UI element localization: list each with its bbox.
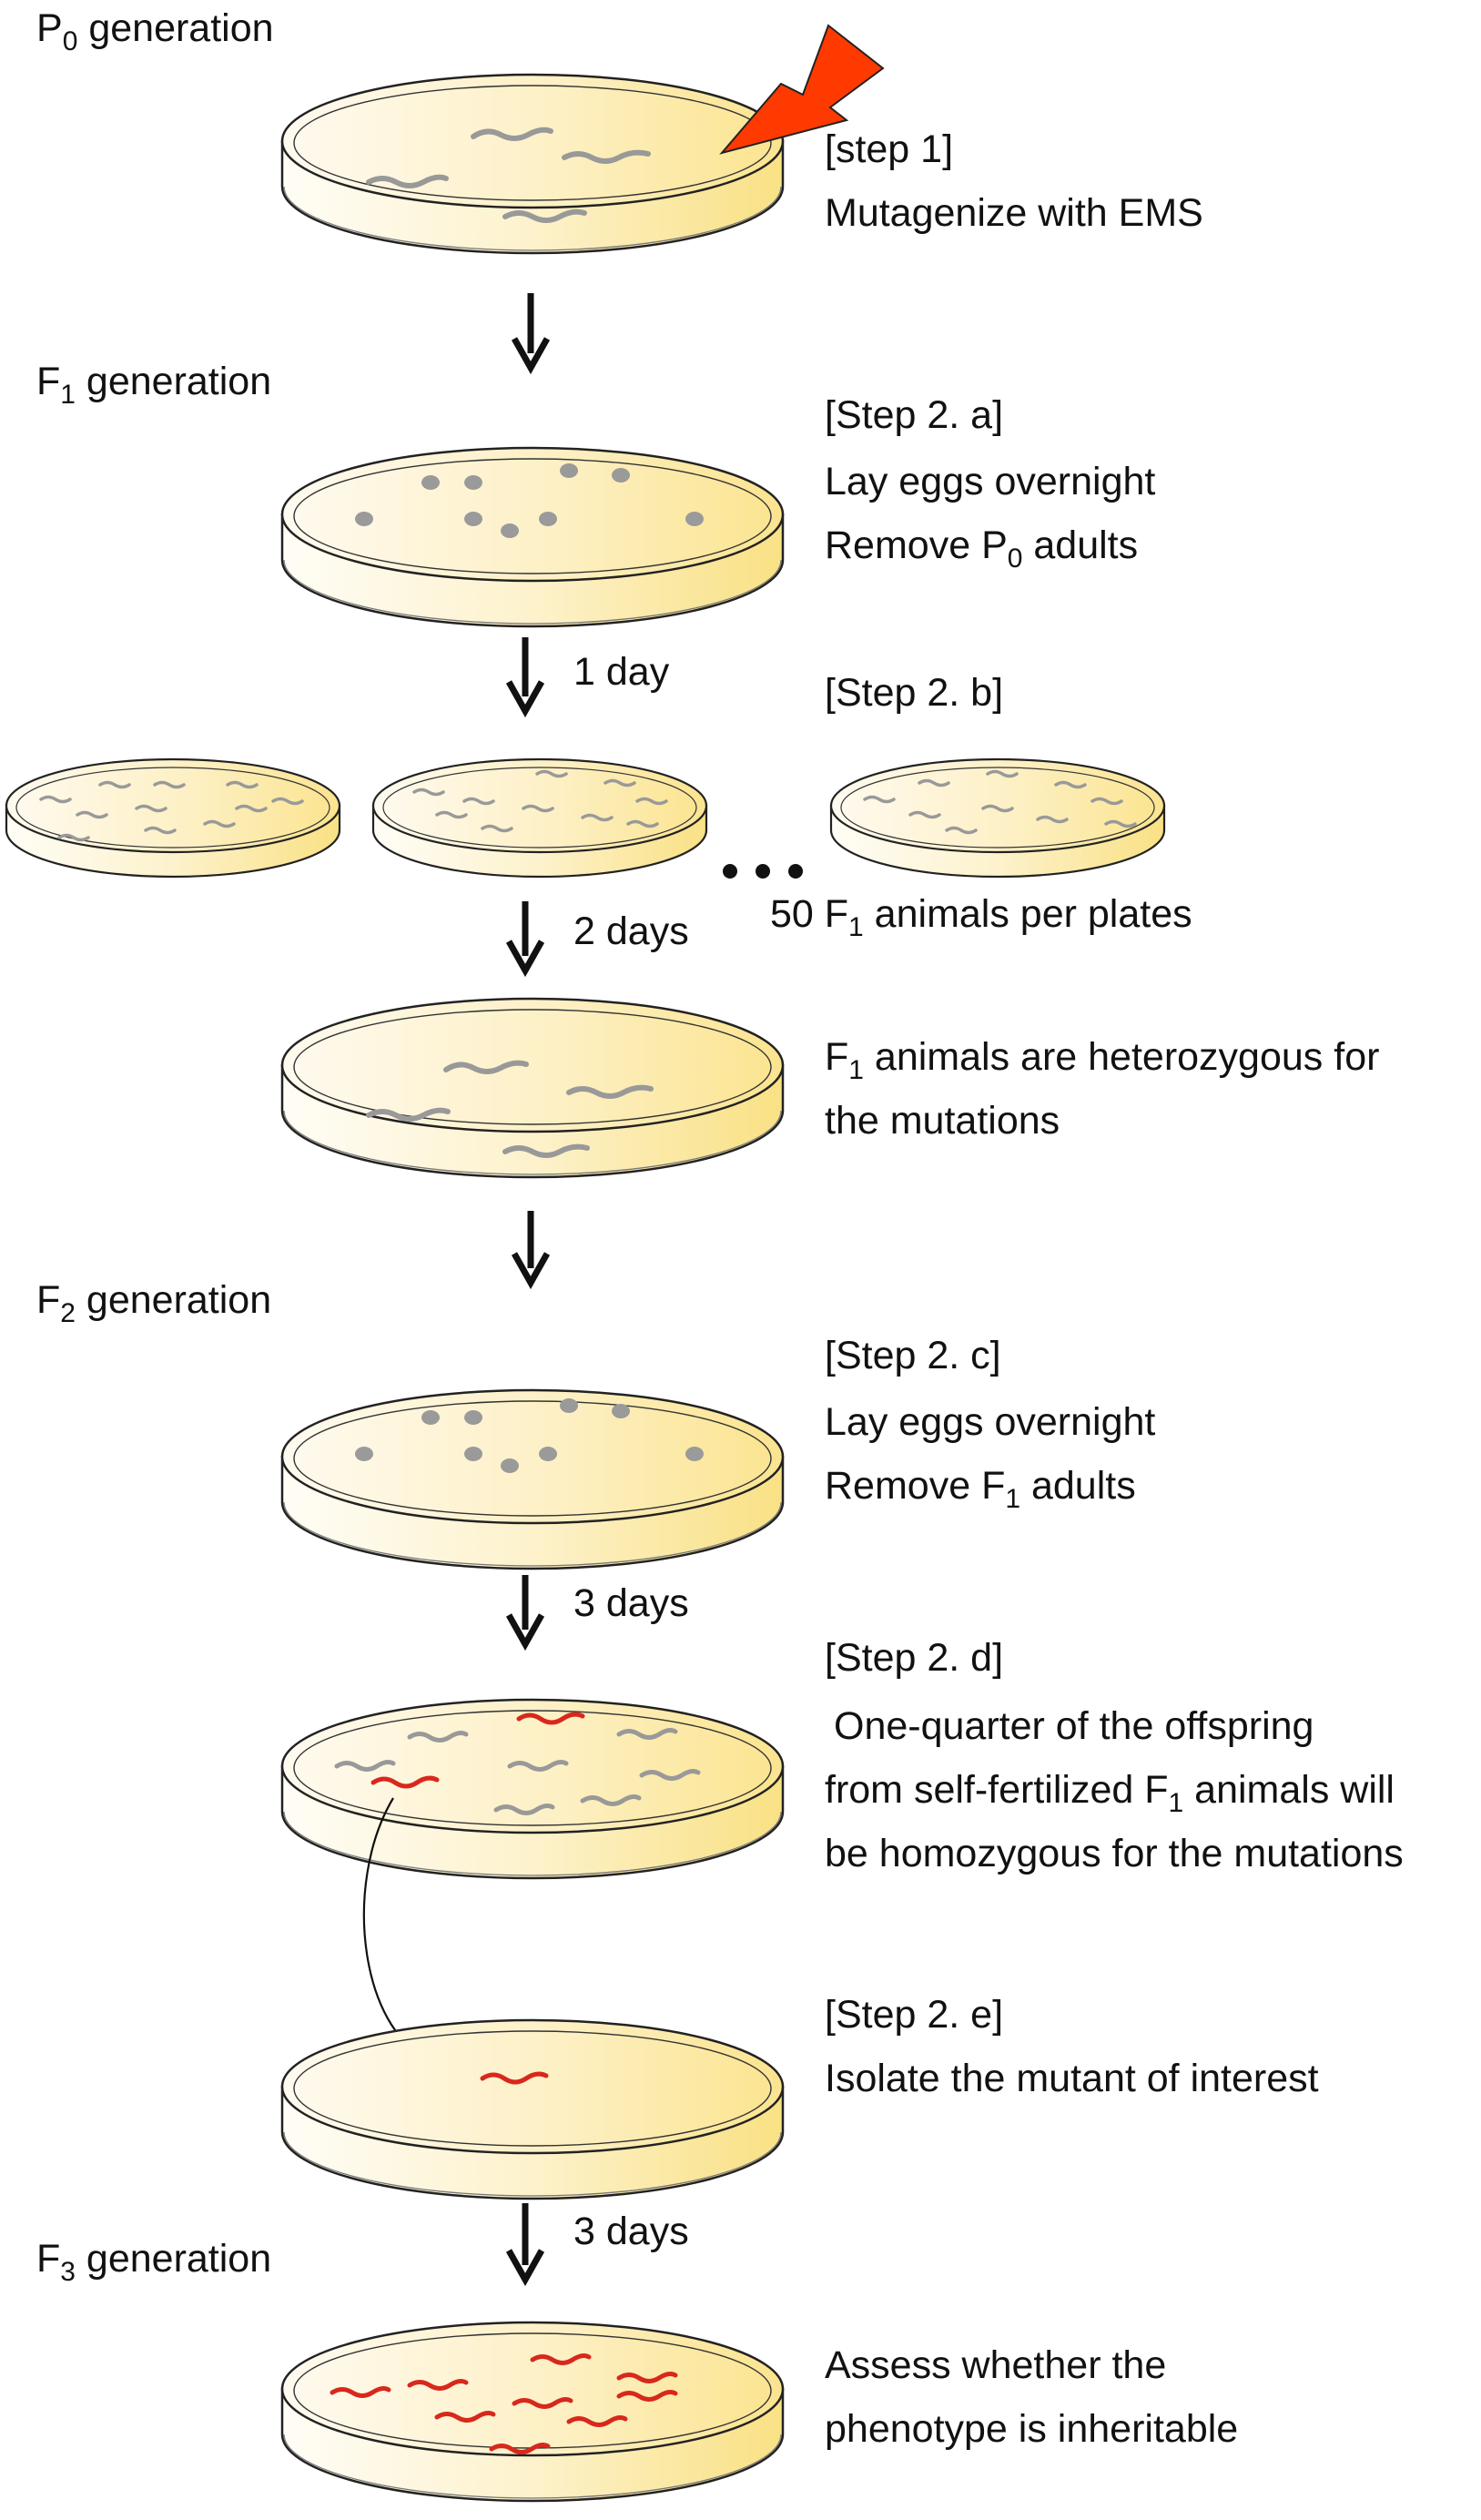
plate-isolated-mutant [280,2018,785,2200]
down-arrow-3 [505,901,545,978]
plate-f1-eggs [280,446,785,628]
generation-label-f3: F3 generation [36,2237,271,2287]
step-2e-description: Isolate the mutant of interest [825,2057,1319,2100]
down-arrow-2 [505,637,545,718]
plate-p0 [280,73,785,255]
arrow-label-1-day: 1 day [573,650,670,694]
step-2a-title: [Step 2. a] [825,393,1003,437]
step-1-description: Mutagenize with EMS [825,191,1203,235]
generation-label-f1: F1 generation [36,360,271,410]
step-2a-line2: Remove P0 adults [825,523,1138,574]
down-arrow-5 [505,1575,545,1651]
f3-line1: Assess whether the [825,2343,1166,2387]
eggs [355,1398,704,1473]
step-2b-count: 50 F1 animals per plates [770,892,1192,942]
f3-line2: phenotype is inheritable [825,2407,1238,2451]
step-2d-line3: be homozygous for the mutations [825,1832,1404,1875]
step-1-title: [step 1] [825,127,953,171]
generation-label-p0: P0 generation [36,6,274,56]
down-arrow-4 [511,1211,551,1290]
step-2c-title: [Step 2. c] [825,1334,1001,1377]
step-2c-line2: Remove F1 adults [825,1464,1136,1514]
step-2d-line1: One-quarter of the offspring [834,1704,1314,1748]
down-arrow-6 [505,2203,545,2287]
down-arrow-1 [511,293,551,375]
heterozygous-line1: F1 animals are heterozygous for [825,1035,1379,1085]
step-2d-line2: from self-fertilized F1 animals will [825,1768,1395,1818]
step-2d-title: [Step 2. d] [825,1636,1003,1680]
plate-f2-mixed [280,1698,785,1880]
eggs [355,463,704,538]
plate-f1-adults [280,997,785,1179]
heterozygous-line2: the mutations [825,1099,1060,1143]
wild-type-worms [366,127,651,223]
step-2b-title: [Step 2. b] [825,671,1003,715]
step-2a-line1: Lay eggs overnight [825,460,1155,503]
small-plate-3 [829,757,1166,879]
lightning-icon [719,24,885,155]
small-plate-1 [5,757,341,879]
ellipsis-dots [723,864,803,879]
mutant-worm [480,2071,549,2085]
arrow-label-3-days-b: 3 days [573,2210,689,2253]
arrow-label-2-days: 2 days [573,909,689,953]
plate-f2-eggs [280,1388,785,1570]
plate-f3 [280,2321,785,2503]
generation-label-f2: F2 generation [36,1278,271,1328]
mutant-worms [370,1712,585,1789]
arrow-label-3-days-a: 3 days [573,1581,689,1625]
step-2c-line1: Lay eggs overnight [825,1400,1155,1444]
small-plate-2 [371,757,708,879]
step-2e-title: [Step 2. e] [825,1993,1003,2037]
